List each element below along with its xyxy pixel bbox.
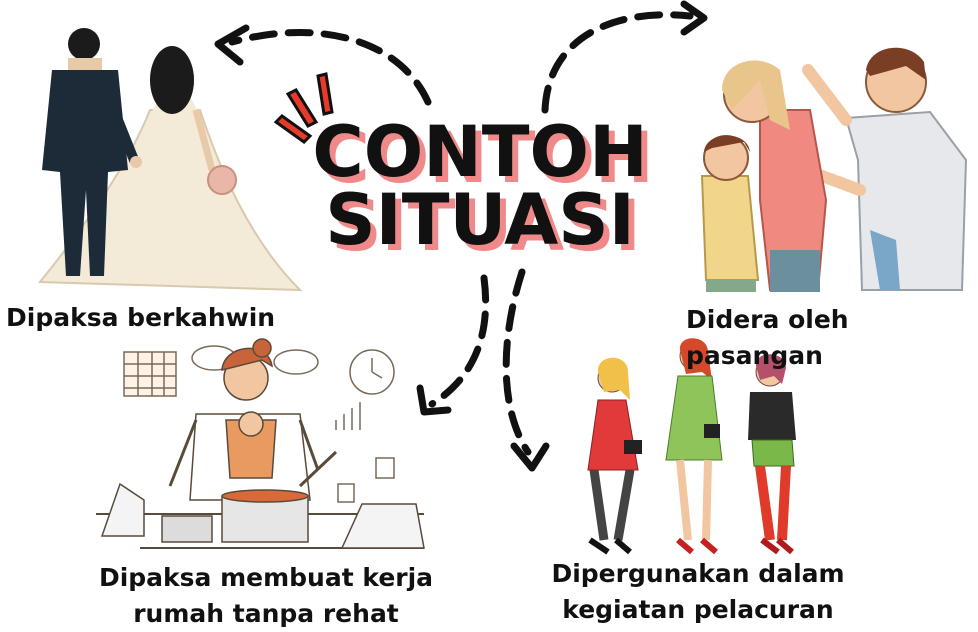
caption-forced-housework: Dipaksa membuat kerja rumah tanpa rehat bbox=[96, 560, 436, 632]
caption-forced-marriage: Dipaksa berkahwin bbox=[6, 300, 276, 336]
arrowhead-wedding bbox=[214, 24, 250, 66]
title-line1-shadow: CONTOH bbox=[318, 117, 653, 199]
arrowheads bbox=[214, 0, 708, 472]
arrowhead-prostitution bbox=[510, 442, 550, 472]
caption-forced-marriage-text: Dipaksa berkahwin bbox=[6, 303, 276, 332]
caption-forced-housework-line2: rumah tanpa rehat bbox=[133, 599, 399, 628]
housework-illustration bbox=[96, 338, 425, 549]
caption-prostitution-line1: Dipergunakan dalam bbox=[551, 559, 845, 588]
arrow-to-prostitution bbox=[502, 268, 532, 456]
page-title: CONTOH CONTOH SITUASI SITUASI bbox=[312, 111, 653, 267]
title-line2: SITUASI bbox=[325, 179, 635, 261]
title-line1: CONTOH bbox=[312, 111, 647, 193]
arrows bbox=[228, 11, 694, 456]
caption-prostitution-line2: kegiatan pelacuran bbox=[562, 595, 834, 624]
prostitution-illustration bbox=[587, 338, 796, 555]
arrow-to-wedding bbox=[228, 29, 432, 106]
caption-abused-by-partner-text: Didera oleh pasangan bbox=[686, 305, 849, 370]
arrowhead-abuse bbox=[680, 0, 708, 36]
title-line2-shadow: SITUASI bbox=[331, 185, 641, 267]
arrow-to-housework bbox=[428, 274, 490, 408]
caption-abused-by-partner: Didera oleh pasangan bbox=[686, 302, 976, 374]
caption-forced-housework-line1: Dipaksa membuat kerja bbox=[98, 563, 434, 592]
caption-prostitution: Dipergunakan dalam kegiatan pelacuran bbox=[548, 556, 848, 628]
woman-figure-2 bbox=[665, 338, 723, 555]
woman-figure-1 bbox=[587, 357, 642, 555]
domestic-abuse-illustration bbox=[700, 47, 968, 292]
wedding-couple-illustration bbox=[37, 28, 303, 292]
arrowhead-housework bbox=[416, 384, 452, 416]
arrow-to-abuse bbox=[541, 11, 694, 114]
burst-accent bbox=[273, 72, 334, 144]
woman-figure-3 bbox=[748, 354, 796, 555]
